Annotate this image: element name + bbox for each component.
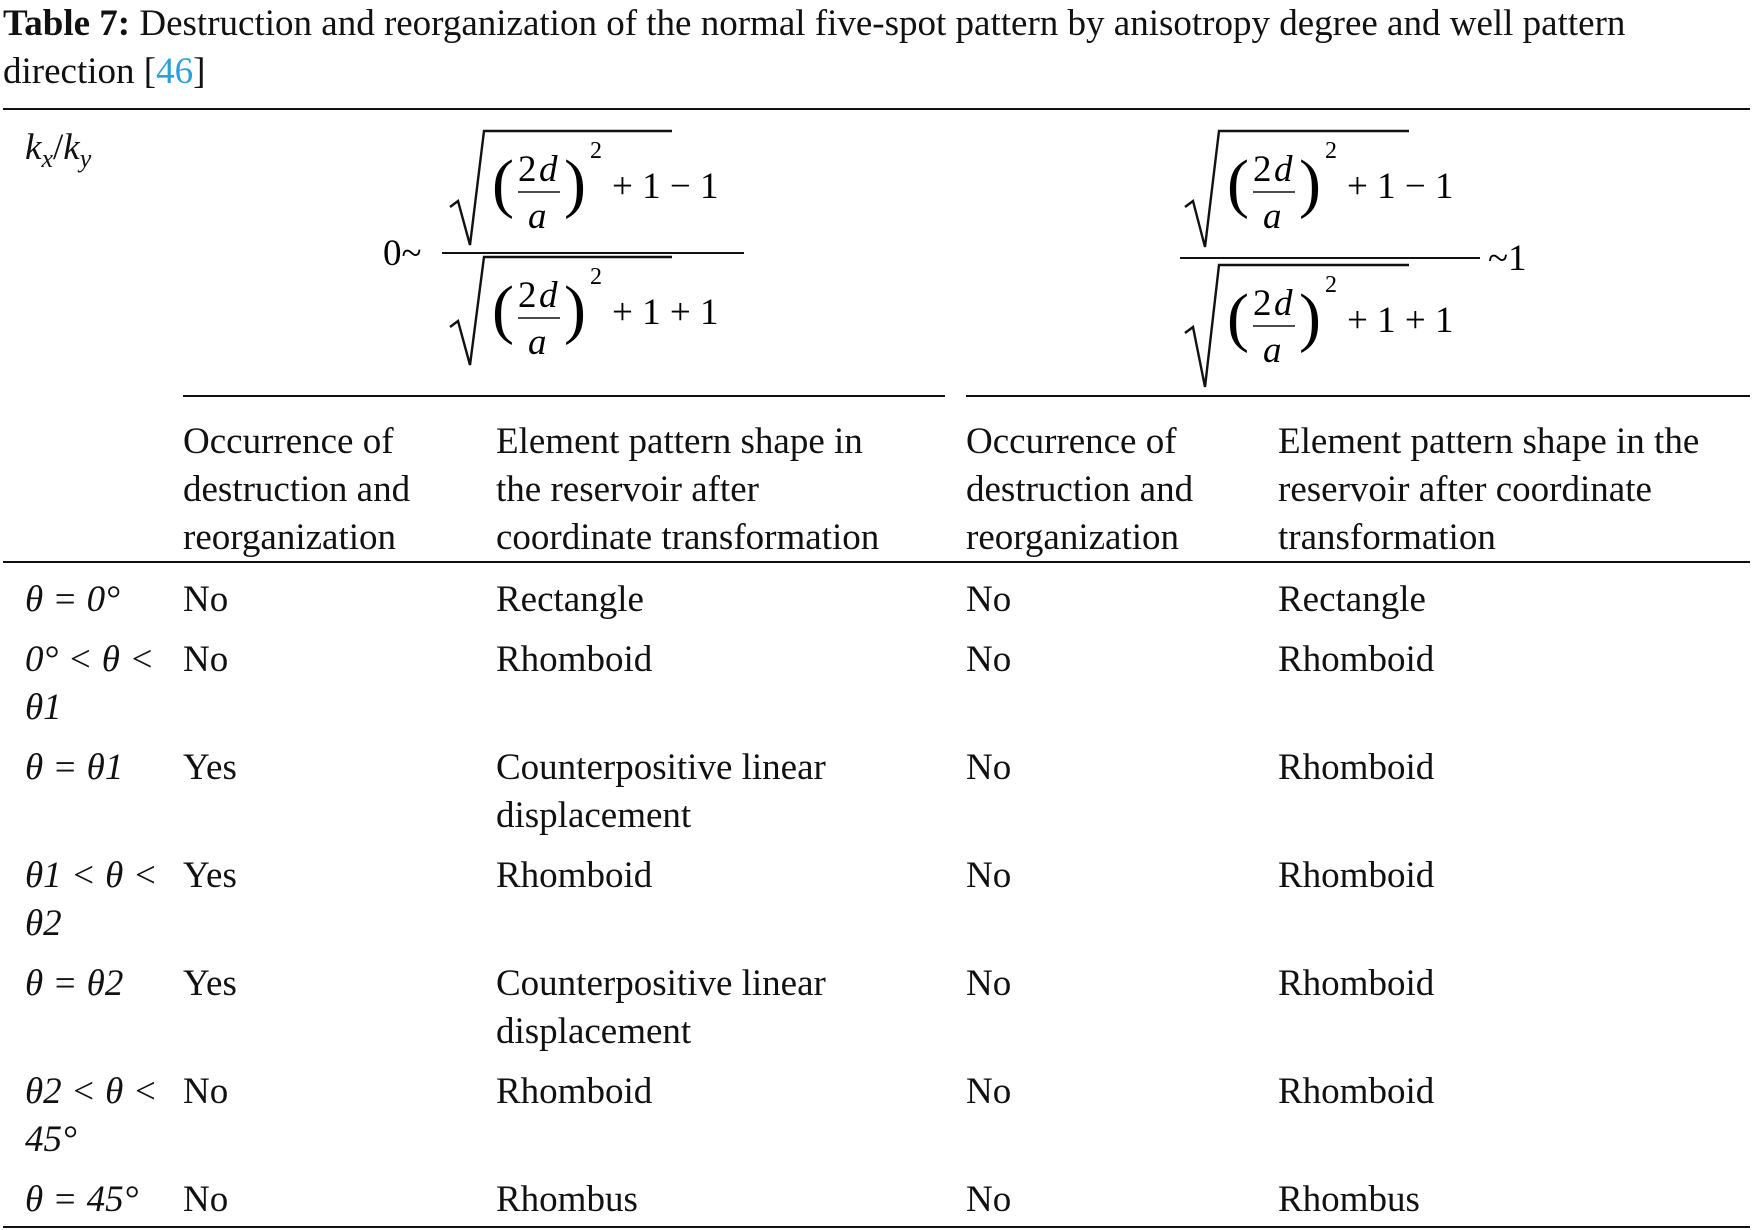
formula-left-num-coef: 2 xyxy=(518,149,537,190)
shape-right-cell: Rhomboid xyxy=(1278,1071,1435,1112)
table-caption: Table 7: Destruction and reorganization … xyxy=(3,0,1748,96)
column-header-occurrence-right: Occurrence of destruction and reorganiza… xyxy=(966,421,1194,558)
range-formula-right: ~1 ( 2 d a ) 2 + 1 − 1 ( 2 d a ) 2 + 1 +… xyxy=(1175,125,1555,400)
column-header-shape-right: Element pattern shape in the reservoir a… xyxy=(1278,421,1700,558)
formula-left-num-den: a xyxy=(528,196,547,237)
formula-left-den-lparen: ( xyxy=(492,273,514,346)
formula-right-den-var: d xyxy=(1274,283,1293,324)
formula-right-suffix: ~1 xyxy=(1488,238,1527,279)
occurrence-right-cell: No xyxy=(966,747,1012,788)
formula-left-den-var: d xyxy=(539,275,558,316)
theta-condition: θ = 0° xyxy=(25,579,120,620)
shape-left-cell: Rhombus xyxy=(496,1179,638,1220)
formula-right-num-coef: 2 xyxy=(1253,149,1272,190)
theta-condition: θ1 < θ <θ2 xyxy=(25,855,158,944)
table-bottom-rule xyxy=(3,1226,1750,1228)
shape-right-cell: Rhomboid xyxy=(1278,747,1435,788)
occurrence-right-cell: No xyxy=(966,855,1012,896)
formula-right-den-coef: 2 xyxy=(1253,283,1272,324)
formula-right-den-lparen: ( xyxy=(1227,281,1249,354)
occurrence-left-cell: Yes xyxy=(183,855,237,896)
shape-right-cell: Rhomboid xyxy=(1278,639,1435,680)
formula-right-den-den: a xyxy=(1263,330,1282,371)
occurrence-left-cell: Yes xyxy=(183,963,237,1004)
theta-condition: θ = 45° xyxy=(25,1179,139,1220)
formula-right-num-lparen: ( xyxy=(1227,147,1249,220)
formula-left-num-radical xyxy=(449,129,672,246)
occurrence-left-cell: No xyxy=(183,639,229,680)
occurrence-left-cell: No xyxy=(183,1179,229,1220)
occurrence-right-cell: No xyxy=(966,639,1012,680)
formula-right-num-den: a xyxy=(1263,196,1282,237)
column-header-shape-left: Element pattern shape in the reservoir a… xyxy=(496,421,880,558)
range-formula-left: 0~ ( 2 d a ) 2 + 1 − 1 ( 2 d a ) 2 + 1 +… xyxy=(380,125,760,400)
formula-right-den-tail: + 1 + 1 xyxy=(1347,300,1453,341)
formula-right-den-rparen: ) xyxy=(1299,281,1321,354)
formula-left-num-exp: 2 xyxy=(590,138,602,164)
shape-right-cell: Rhombus xyxy=(1278,1179,1420,1220)
theta-condition: 0° < θ <θ1 xyxy=(25,639,155,728)
formula-left-den-coef: 2 xyxy=(518,275,537,316)
theta-condition: θ2 < θ <45° xyxy=(25,1071,158,1160)
formula-right-den-exp: 2 xyxy=(1325,272,1337,298)
formula-right-den-radical xyxy=(1184,263,1409,388)
caption-reference-link[interactable]: 46 xyxy=(156,51,194,92)
caption-text-end: ] xyxy=(193,51,206,92)
formula-left-den-radical xyxy=(449,255,672,366)
shape-right-cell: Rectangle xyxy=(1278,579,1426,620)
anisotropy-ratio-label: kx/ky xyxy=(25,127,92,173)
formula-left-den-tail: + 1 + 1 xyxy=(612,292,718,333)
formula-left-num-tail: + 1 − 1 xyxy=(612,166,718,207)
caption-label: Table 7: xyxy=(3,3,131,44)
occurrence-right-cell: No xyxy=(966,1179,1012,1220)
group-rule-right xyxy=(966,395,1750,397)
range-formula-right-svg: ~1 ( 2 d a ) 2 + 1 − 1 ( 2 d a ) 2 + 1 +… xyxy=(1180,129,1527,388)
formula-left-num-lparen: ( xyxy=(492,147,514,220)
range-formula-left-svg: 0~ ( 2 d a ) 2 + 1 − 1 ( 2 d a ) 2 + 1 +… xyxy=(383,129,744,366)
caption-text: Destruction and reorganization of the no… xyxy=(3,3,1626,92)
occurrence-left-cell: No xyxy=(183,1071,229,1112)
shape-left-cell: Rhomboid xyxy=(496,1071,653,1112)
column-header-occurrence-left: Occurrence of destruction and reorganiza… xyxy=(183,421,411,558)
occurrence-right-cell: No xyxy=(966,1071,1012,1112)
shape-right-cell: Rhomboid xyxy=(1278,963,1435,1004)
table-top-rule xyxy=(3,108,1750,110)
formula-left-den-exp: 2 xyxy=(590,264,602,290)
occurrence-left-cell: No xyxy=(183,579,229,620)
formula-left-den-den: a xyxy=(528,322,547,363)
shape-right-cell: Rhomboid xyxy=(1278,855,1435,896)
theta-condition: θ = θ2 xyxy=(25,963,124,1004)
occurrence-right-cell: No xyxy=(966,963,1012,1004)
formula-right-num-radical xyxy=(1184,129,1409,248)
formula-left-num-rparen: ) xyxy=(564,147,586,220)
theta-condition: θ = θ1 xyxy=(25,747,124,788)
group-rule-left xyxy=(183,395,945,397)
formula-right-num-exp: 2 xyxy=(1325,138,1337,164)
formula-right-num-var: d xyxy=(1274,149,1293,190)
formula-left-num-var: d xyxy=(539,149,558,190)
formula-right-num-rparen: ) xyxy=(1299,147,1321,220)
formula-left-den-rparen: ) xyxy=(564,273,586,346)
formula-left-prefix: 0~ xyxy=(383,233,422,274)
header-bottom-rule xyxy=(3,561,1750,563)
formula-right-num-tail: + 1 − 1 xyxy=(1347,166,1453,207)
shape-left-cell: Rhomboid xyxy=(496,639,653,680)
occurrence-right-cell: No xyxy=(966,579,1012,620)
shape-left-cell: Rhomboid xyxy=(496,855,653,896)
occurrence-left-cell: Yes xyxy=(183,747,237,788)
shape-left-cell: Rectangle xyxy=(496,579,644,620)
